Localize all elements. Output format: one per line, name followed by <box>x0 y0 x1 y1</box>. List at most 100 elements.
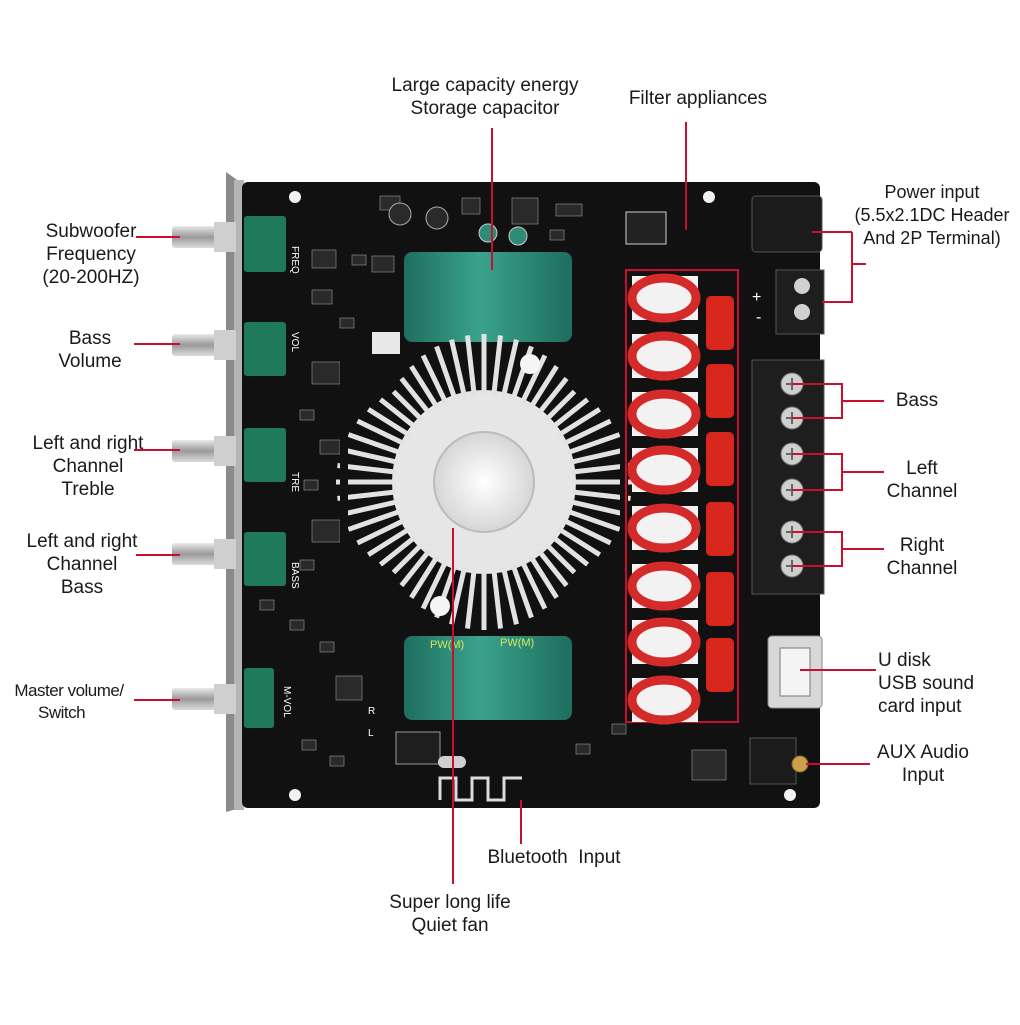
knob-bass-volume <box>172 330 236 360</box>
speaker-terminal-block <box>751 359 825 595</box>
label-line: (20-200HZ) <box>42 267 140 288</box>
heatsink-fin <box>465 569 477 629</box>
inductor-core <box>650 463 678 477</box>
label-aux: AUX Audio Input <box>868 741 978 787</box>
mount-hole <box>289 191 301 203</box>
heatsink-fin <box>528 364 559 409</box>
label-lr-treble: Left and right Channel Treble <box>14 432 162 501</box>
heatsink-fin <box>569 499 627 517</box>
inductor-coil <box>627 445 701 495</box>
silk-r: R <box>368 706 375 717</box>
inductor-coil <box>627 331 701 381</box>
heatsink-fin <box>569 447 627 465</box>
inductor-coil <box>627 389 701 439</box>
heatsink-fin <box>356 418 406 447</box>
pot-freq <box>244 216 286 272</box>
heatsink-fin <box>501 567 519 625</box>
heatsink-fin <box>557 407 602 438</box>
label-line: Storage capacitor <box>410 98 560 119</box>
fan-screw <box>520 354 540 374</box>
label-left-channel: Left Channel <box>872 457 972 503</box>
aux-jack <box>749 737 797 785</box>
knob-master-volume <box>172 684 236 714</box>
wire-connector <box>372 332 400 354</box>
heatsink-fin <box>544 389 577 422</box>
heatsink-fin <box>366 526 411 557</box>
heatsink-fin <box>420 354 449 404</box>
label-master-volume: Master volume/ Switch <box>2 680 136 724</box>
inductor-core <box>650 579 678 593</box>
heatsink-fin <box>399 376 432 415</box>
heatsink-fin <box>434 345 458 400</box>
mount-hole <box>703 191 715 203</box>
label-line: Frequency <box>46 244 136 265</box>
heatsink-fin <box>378 534 417 567</box>
inductor-coil <box>627 561 701 611</box>
label-line: Large capacity energy <box>391 75 579 96</box>
label-line: Channel <box>52 456 124 477</box>
heatsink-fin <box>501 339 519 397</box>
fan-hub <box>433 431 535 533</box>
heatsink-fin <box>391 389 424 422</box>
filter-capacitor <box>706 502 734 556</box>
heatsink-fin <box>519 354 548 404</box>
pot-tre <box>244 428 286 482</box>
heatsink-fin <box>409 555 440 600</box>
heatsink-fin <box>566 432 621 456</box>
energy-capacitor-top <box>404 252 572 342</box>
heatsink-fin <box>465 335 477 395</box>
label-line: Channel <box>46 554 118 575</box>
heatsink-fin <box>557 526 602 557</box>
mount-hole <box>289 789 301 801</box>
heatsink-fin <box>551 534 590 567</box>
heatsink-fin <box>536 549 569 588</box>
label-capacitor: Large capacity energy Storage capacitor <box>374 74 596 120</box>
label-line: card input <box>878 696 962 717</box>
fan-screw <box>430 596 450 616</box>
label-line: Left and right <box>26 531 138 552</box>
heatsink-fin <box>366 407 411 438</box>
bluetooth-antenna <box>438 776 522 802</box>
label-power-input: Power input (5.5x2.1DC Header And 2P Ter… <box>844 181 1020 250</box>
heatsink-fin <box>449 339 467 397</box>
terminal-screw <box>794 278 810 294</box>
terminal-screw <box>794 304 810 320</box>
label-filter: Filter appliances <box>612 87 784 110</box>
label-line: Channel <box>886 558 958 579</box>
label-line: And 2P Terminal) <box>863 228 1001 248</box>
label-line: Switch <box>38 703 86 722</box>
inductor-core <box>650 291 678 305</box>
heatsink-fin <box>356 517 406 546</box>
heatsink-fin <box>491 569 503 629</box>
pot-bass <box>244 532 286 586</box>
power-transistor <box>625 211 667 245</box>
silk-mvol: M-VOL <box>281 686 292 718</box>
filter-capacitor <box>706 296 734 350</box>
label-fan: Super long life Quiet fan <box>378 891 522 937</box>
filter-capacitor <box>706 638 734 692</box>
inductor-coil <box>627 617 701 667</box>
label-line: Bass <box>60 577 104 598</box>
heatsink-edge <box>340 342 348 626</box>
speaker-terminal-screws <box>780 372 804 578</box>
knob-treble <box>172 436 236 466</box>
heatsink-fin <box>562 517 612 546</box>
cap-brand-1: PW(M) <box>430 639 464 651</box>
heatsink-fin <box>528 555 559 600</box>
heatsink-fin <box>341 447 399 465</box>
heatsink-fin <box>420 560 449 610</box>
label-line: AUX Audio <box>877 742 969 763</box>
pot-mvol <box>244 668 274 728</box>
inductor-core <box>650 635 678 649</box>
heatsink-fin <box>510 564 534 619</box>
silk-vol: VOL <box>289 332 300 352</box>
label-line: Volume <box>58 351 122 372</box>
label-bluetooth: Bluetooth Input <box>466 846 642 869</box>
heatsink-fin <box>562 418 612 447</box>
heatsink-fin <box>536 376 569 415</box>
label-subwoofer-frequency: Subwoofer Frequency (20-200HZ) <box>18 220 164 289</box>
small-cap <box>478 223 498 243</box>
heatsink-fin <box>391 542 424 575</box>
